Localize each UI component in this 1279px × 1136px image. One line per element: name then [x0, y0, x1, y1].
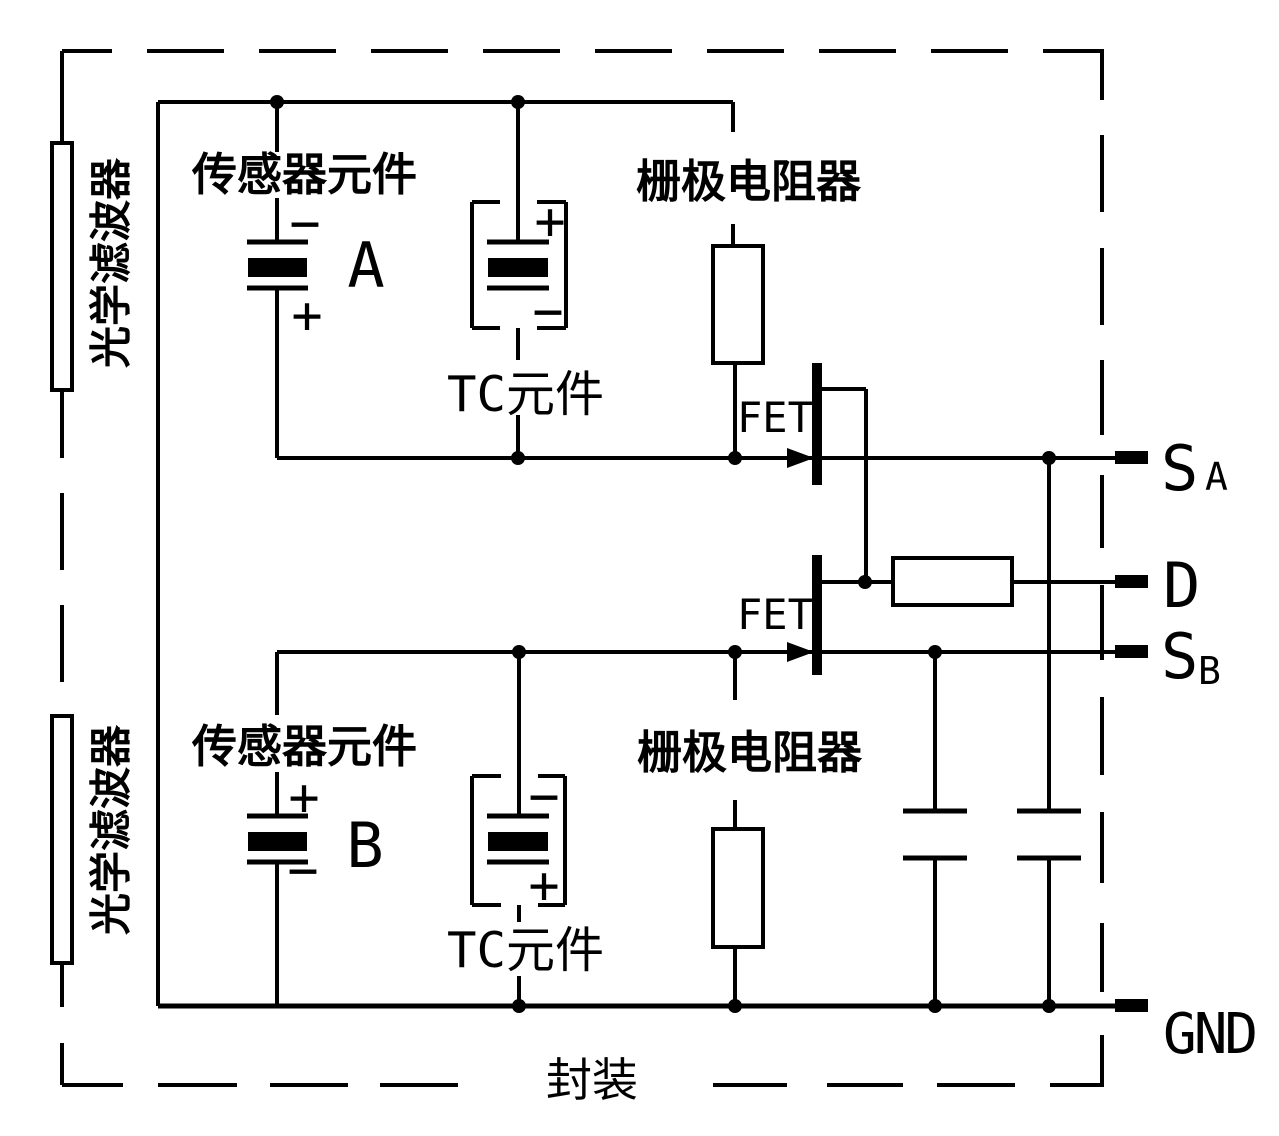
junction-dot — [928, 645, 942, 659]
terminal-source-a-subscript: A — [1205, 455, 1228, 499]
fet-a-gate-arrow-icon — [787, 448, 814, 468]
capacitor-2 — [1017, 808, 1081, 861]
tc-a-polarity-bottom: − — [532, 282, 563, 342]
tc-element-a: + − TC元件 — [447, 192, 604, 423]
junction-dot — [928, 999, 942, 1013]
package-label: 封装 — [546, 1053, 638, 1107]
fet-b-gate-arrow-icon — [787, 642, 814, 662]
terminal-ground: GND — [1115, 999, 1258, 1067]
sensor-b-polarity-bottom: − — [287, 841, 318, 901]
junction-dot — [511, 95, 525, 109]
tc-a-pyro-bar — [488, 258, 548, 277]
fet-b: FET — [737, 555, 822, 675]
junction-dot — [270, 95, 284, 109]
terminal-source-b-subscript: B — [1198, 649, 1221, 693]
tc-element-b: − + TC元件 — [447, 767, 604, 979]
sensor-element-b: + − B 传感器元件 — [191, 720, 417, 901]
sensor-a-polarity-bottom: + — [291, 286, 322, 346]
gate-resistor-b-body — [711, 827, 765, 949]
sensor-a-letter: A — [347, 229, 384, 302]
tc-b-bracket — [470, 774, 567, 907]
tc-element-b-label: TC元件 — [447, 922, 604, 979]
fet-a-label: FET — [737, 393, 813, 442]
sensor-b-plates — [247, 813, 308, 865]
gate-resistor-a-body — [711, 244, 765, 365]
tc-element-a-label: TC元件 — [447, 366, 604, 423]
fet-b-channel-bar — [812, 555, 822, 675]
terminal-source-b-label: S — [1161, 620, 1198, 693]
gate-resistor-a-label: 栅极电阻器 — [636, 155, 862, 208]
junction-dot — [728, 999, 742, 1013]
optical-filter-a: 光学滤波器 — [50, 141, 136, 392]
optical-filter-b-label: 光学滤波器 — [87, 724, 136, 935]
optical-filter-a-label: 光学滤波器 — [87, 157, 136, 368]
drain-resistor-body — [891, 556, 1014, 607]
sensor-element-b-label: 传感器元件 — [191, 720, 417, 773]
package-outline — [60, 49, 1104, 1087]
gate-resistor-a: 栅极电阻器 — [636, 155, 862, 365]
capacitor-1 — [903, 808, 967, 861]
tc-a-bracket — [470, 200, 568, 330]
terminal-source-b: S B — [1115, 620, 1221, 693]
sensor-b-letter: B — [346, 809, 383, 882]
gate-resistor-b: 栅极电阻器 — [637, 726, 863, 949]
sensor-element-a-label: 传感器元件 — [191, 148, 417, 201]
tc-a-polarity-top: + — [534, 192, 565, 252]
terminal-drain: D — [1115, 549, 1200, 622]
junction-dot — [512, 999, 526, 1013]
sensor-b-polarity-top: + — [288, 768, 319, 828]
terminal-drain-pin — [1115, 575, 1148, 588]
wiring — [156, 100, 1117, 1009]
tc-b-polarity-top: − — [528, 767, 559, 827]
sensor-a-plates — [247, 239, 308, 291]
terminal-ground-pin — [1115, 999, 1148, 1012]
tc-a-plates — [487, 239, 549, 291]
optical-filter-b-body — [50, 714, 74, 965]
terminal-source-a-pin — [1115, 451, 1148, 464]
capacitor-2-plates — [1017, 808, 1081, 861]
terminal-ground-label: GND — [1163, 1002, 1255, 1067]
junction-dot — [858, 575, 872, 589]
wire-drain-a — [821, 387, 868, 582]
junction-dot — [1042, 451, 1056, 465]
fet-a-channel-bar — [812, 363, 822, 485]
tc-b-polarity-bottom: + — [528, 856, 559, 916]
sensor-a-pyro-bar — [248, 258, 307, 277]
junction-dot — [512, 645, 526, 659]
tc-b-pyro-bar — [488, 832, 548, 851]
junction-dot — [728, 645, 742, 659]
terminal-drain-label: D — [1163, 549, 1200, 622]
fet-b-label: FET — [737, 590, 813, 639]
junction-dot — [728, 451, 742, 465]
terminal-source-b-pin — [1115, 645, 1148, 658]
terminal-source-a: S A — [1115, 432, 1228, 505]
sensor-element-a: − + A 传感器元件 — [191, 148, 417, 346]
tc-b-plates — [487, 813, 549, 865]
optical-filter-b: 光学滤波器 — [50, 714, 136, 965]
sensor-b-pyro-bar — [248, 832, 307, 851]
optical-filter-a-body — [50, 141, 74, 392]
junction-dot — [511, 451, 525, 465]
junction-dot — [1042, 999, 1056, 1013]
junction-dots — [270, 95, 1056, 1013]
terminal-source-a-label: S — [1161, 432, 1198, 505]
sensor-a-polarity-top: − — [289, 194, 320, 254]
capacitor-1-plates — [903, 808, 967, 861]
fet-a: FET — [737, 363, 822, 485]
gate-resistor-b-label: 栅极电阻器 — [637, 726, 863, 779]
